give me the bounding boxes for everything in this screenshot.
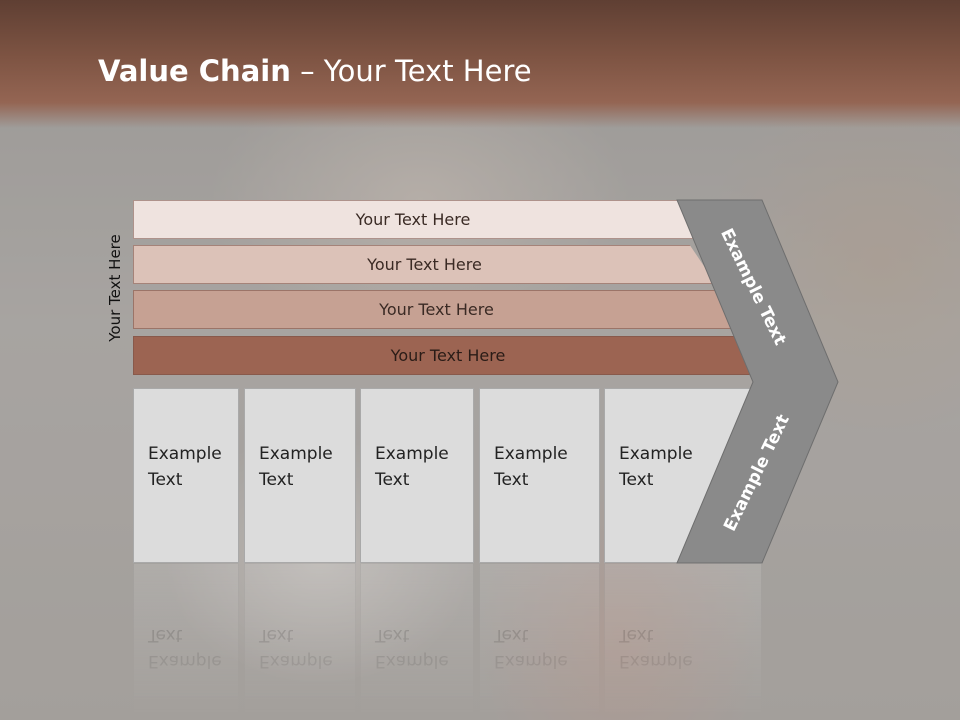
activity-box-4[interactable]: Example Text [479,388,600,563]
slide-title[interactable]: Value Chain – Your Text Here [98,54,532,88]
slide-title-rest: – Your Text Here [290,54,532,88]
chain-bar-4-label: Your Text Here [390,346,506,365]
chain-bar-3-label: Your Text Here [379,300,494,319]
activity-box-4-label: Example Text [494,444,568,490]
chevron-arrow [676,199,839,564]
slide-title-bold: Value Chain [98,54,291,88]
activity-box-1-label: Example Text [148,444,222,490]
chain-bar-3[interactable]: Your Text Here [133,290,740,329]
activity-box-2[interactable]: Example Text [244,388,356,563]
activity-box-1[interactable]: Example Text [133,388,239,563]
chain-bar-4[interactable]: Your Text Here [133,336,763,375]
chain-bar-1-label: Your Text Here [355,210,471,229]
chain-bar-2-label: Your Text Here [367,255,482,274]
activity-box-3[interactable]: Example Text [360,388,474,563]
activity-box-2-label: Example Text [259,444,333,490]
activity-box-5-label: Example Text [619,444,693,490]
chain-bar-1[interactable]: Your Text Here [133,200,693,239]
title-banner [0,0,960,128]
activity-box-3-label: Example Text [375,444,449,490]
chain-bar-2[interactable]: Your Text Here [133,245,716,284]
